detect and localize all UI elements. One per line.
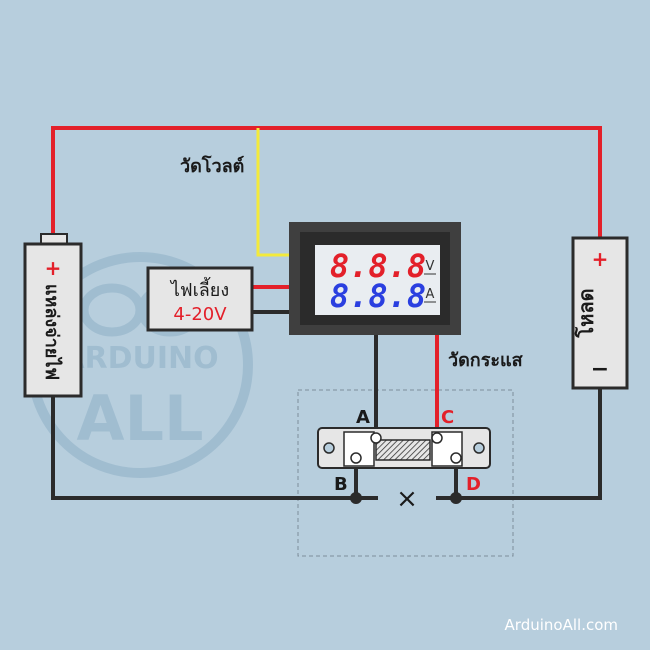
supply-title: ไฟเลี้ยง [169,277,229,301]
shunt-element [375,439,431,461]
terminal-d-label: D [466,474,481,495]
terminal-a-label: A [356,407,370,428]
shunt-dashed-box [297,389,514,557]
load-box: + โหลด − [571,236,629,390]
battery-source: + แหล่งจ่ายไฟ [23,233,83,398]
load-label: โหลด [574,288,598,338]
supply-body [146,266,254,332]
volt-measure-label: วัดโวลต์ [180,155,244,177]
junction-d-icon [450,492,462,504]
mount-hole-left-icon [323,442,335,454]
mount-hole-right-icon [473,442,485,454]
supply-box: ไฟเลี้ยง 4-20V [146,266,254,332]
watermark-brand: ARDUINO [61,341,218,376]
screw-a-icon [370,432,382,444]
supply-voltage: 4-20V [173,304,227,325]
load-body [571,236,629,390]
negative-return-wire [51,396,378,500]
meter-lcd [315,245,440,315]
watermark-suffix: ALL [77,382,204,455]
battery-body [23,242,83,398]
terminal-b-label: B [334,474,348,495]
current-measure-label: วัดกระแส [448,350,524,371]
footer-credit: ArduinoAll.com [505,616,618,634]
amp-unit: A [426,287,435,302]
screw-b-icon [350,452,362,464]
load-negative-wire [436,388,602,500]
wire-cut-mark: × [396,484,418,514]
screw-d-icon [450,452,462,464]
junction-b-icon [350,492,362,504]
amp-readout: 8.8.8 [330,277,426,315]
terminal-c-label: C [441,407,454,428]
battery-plus-sign: + [45,256,62,280]
load-minus-sign: − [591,357,609,382]
arduino-all-watermark: ARDUINO ALL [27,252,253,478]
positive-bus-wire [51,126,602,238]
screw-c-icon [431,432,443,444]
volt-unit: V [426,259,435,274]
battery-label: แหล่งจ่ายไฟ [41,284,63,380]
volt-sense-wire [256,128,292,257]
shunt-resistor [317,427,491,469]
volt-readout: 8.8.8 [330,247,426,285]
volt-amp-meter: 8.8.8 8.8.8 V A [289,222,461,335]
load-plus-sign: + [592,247,609,271]
red-wires [51,126,602,438]
